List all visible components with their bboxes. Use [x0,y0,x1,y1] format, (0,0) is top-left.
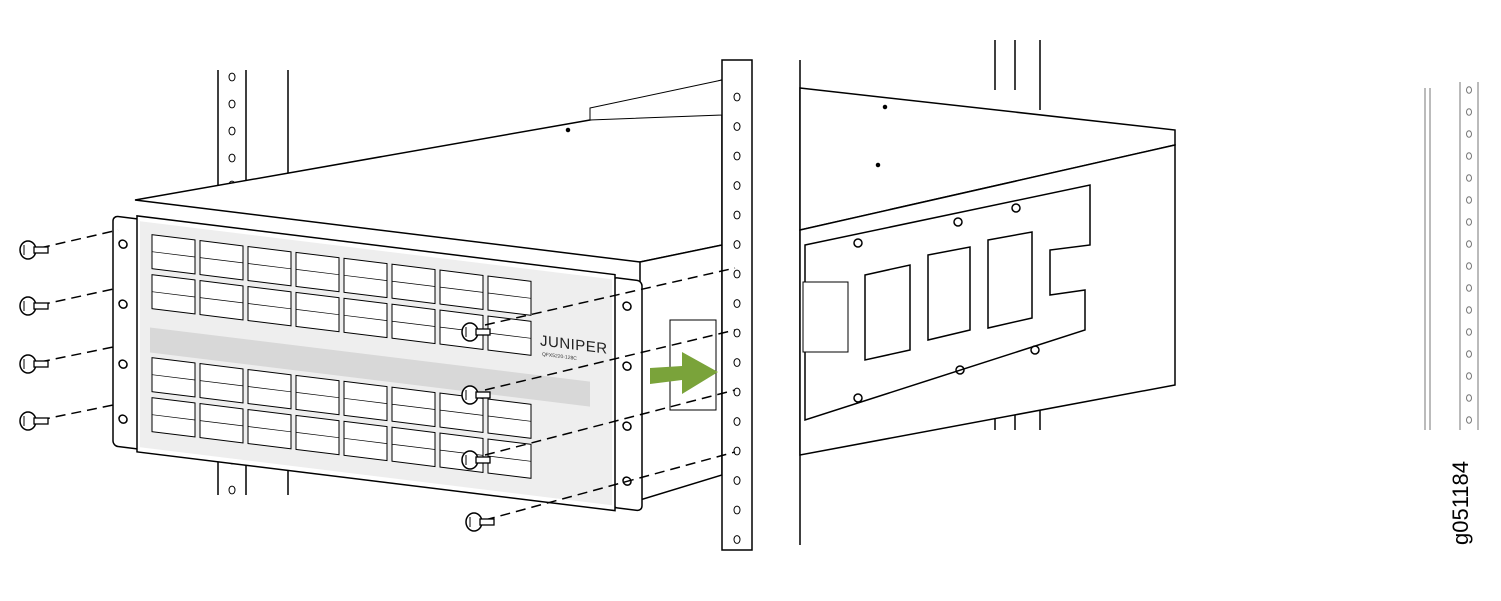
port-divider [296,309,339,316]
rack-hole [1466,240,1472,248]
rear-rack-post-right [1424,82,1479,430]
rack-hole [1466,394,1472,402]
rack-hole [228,72,236,82]
port-divider [200,297,243,304]
port-divider [152,414,195,421]
rack-hole [1466,218,1472,226]
rack-hole [733,328,741,338]
rack-hole [228,126,236,136]
rack-hole [228,485,236,495]
port-divider [152,374,195,381]
rack-hole [1466,306,1472,314]
figure-id-label: g051184 [1448,460,1473,545]
rack-hole [733,505,741,515]
rack-hole [228,99,236,109]
port-divider [344,274,387,281]
port-divider [200,380,243,387]
port-divider [488,455,531,462]
port-divider [344,314,387,321]
port-divider [488,415,531,422]
front-panel: JUNIPER QFX5220-128C [112,215,643,512]
rack-hole [1466,284,1472,292]
rack-hole [733,299,741,308]
port-divider [248,386,291,393]
rack-hole [1466,372,1472,380]
rack-hole [733,269,741,279]
rack-hole [1466,416,1472,424]
screw-icon [461,322,491,342]
port-divider [488,292,531,299]
port-divider [248,263,291,270]
port-divider [296,392,339,399]
rack-hole [1466,130,1472,138]
rack-hole [733,240,741,249]
screw-icon [19,296,49,316]
rack-hole [1466,152,1472,160]
rack-hole [1466,350,1472,358]
port-divider [392,443,435,450]
rack-hole [733,476,741,485]
port-divider [344,397,387,404]
rack-hole [733,387,741,397]
port-divider [392,320,435,327]
rack-hole [1466,174,1472,182]
port-divider [488,332,531,339]
rack-hole [733,358,741,367]
port-divider [392,403,435,410]
screw-icon [461,450,491,470]
screw-icon [465,512,495,532]
port-divider [152,291,195,298]
rack-hole [733,417,741,426]
screw-icon [461,385,491,405]
rack-hole [733,446,741,456]
rack-hole [1466,262,1472,270]
rack-hole [733,181,741,190]
rack-hole [228,153,236,163]
rack-hole [733,92,741,102]
screw-icon [19,240,49,260]
screw-icon [19,411,49,431]
rack-hole [1466,108,1472,116]
rack-hole [1466,86,1472,94]
rack-hole [733,535,741,544]
port-divider [248,303,291,310]
rack-hole [1466,328,1472,336]
port-divider [440,409,483,416]
side-view [799,40,1176,545]
screw-guide-lines [39,229,736,521]
rack-hole [733,151,741,161]
front-mount-holes [118,239,632,486]
rack-hole [1466,196,1472,204]
screw-icon [19,354,49,374]
port-divider [296,432,339,439]
port-divider [392,280,435,287]
install-arrow-icon [650,352,718,394]
port-divider [248,426,291,433]
front-rack-post-right [721,59,753,551]
rack-hole [733,122,741,131]
port-divider [200,420,243,427]
port-divider [152,251,195,258]
port-divider [296,269,339,276]
model-label: QFX5220-128C [542,352,577,362]
port-divider [344,437,387,444]
rack-hole [733,210,741,220]
port-divider [200,257,243,264]
port-divider [440,286,483,293]
